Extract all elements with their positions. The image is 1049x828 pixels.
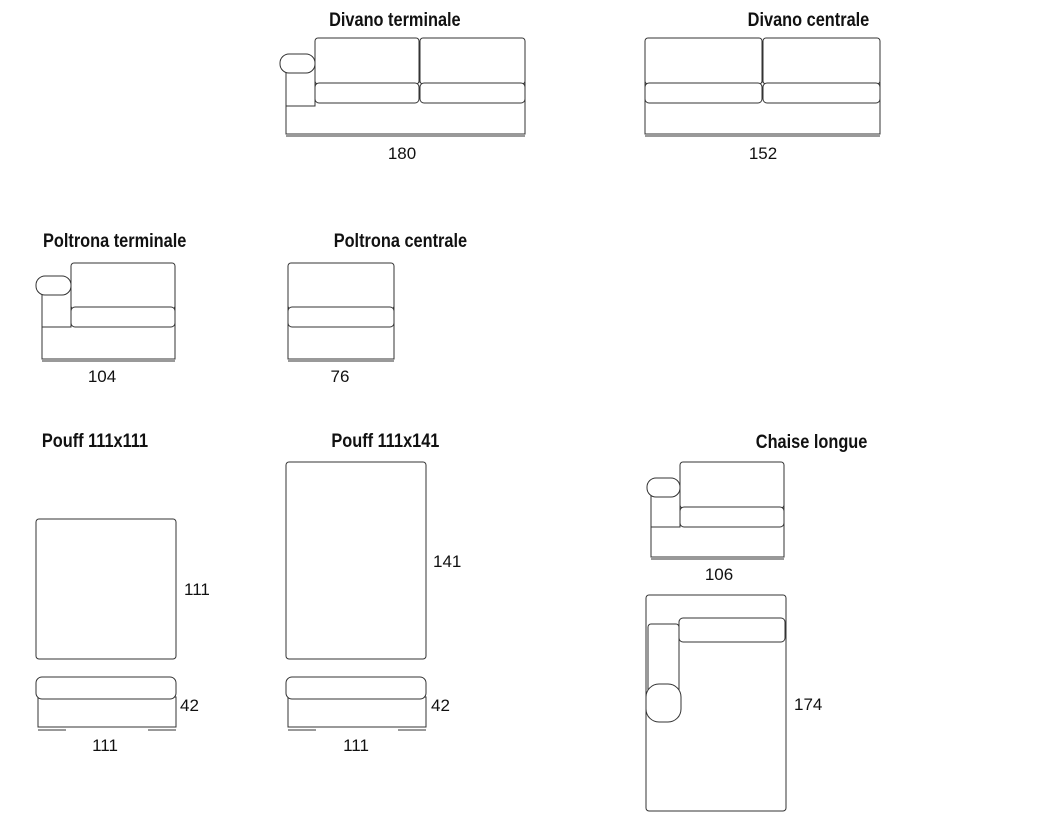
width-dimension: 106 (705, 565, 733, 584)
poltrona-centrale-drawing (287, 262, 395, 362)
seat-cushion-right (419, 82, 526, 104)
divano-terminale-drawing (279, 37, 526, 137)
seat-cushion-left (644, 82, 763, 104)
module-title: Chaise longue (756, 431, 868, 452)
depth-dimension: 174 (794, 695, 822, 714)
pouff-front-view (285, 676, 427, 731)
divano-centrale-drawing (644, 37, 881, 137)
back-cushion (70, 262, 176, 310)
pouff-top-view (35, 518, 177, 660)
back-cushion-right (762, 37, 881, 85)
pouff-body (287, 696, 427, 728)
armrest-end (645, 683, 682, 723)
width-dimension: 76 (331, 367, 350, 386)
back-cushion (679, 461, 785, 509)
poltrona-terminale-drawing (35, 262, 176, 362)
width-dimension: 152 (749, 144, 777, 163)
pouff-cushion (35, 676, 177, 700)
back-cushion-left (314, 37, 420, 85)
height-dimension: 42 (431, 696, 450, 715)
armrest-roll (35, 275, 72, 296)
seat-cushion (70, 306, 176, 328)
depth-dimension: 141 (433, 552, 461, 571)
module-divano-terminale: Divano terminale 180 (279, 9, 526, 163)
pouff-cushion (285, 676, 427, 700)
module-title: Pouff 111x141 (331, 430, 439, 451)
width-dimension: 111 (343, 736, 369, 755)
back-cushion (287, 262, 395, 310)
depth-dimension: 111 (184, 580, 210, 599)
width-dimension: 180 (388, 144, 416, 163)
back-cushion-left (644, 37, 763, 85)
back-cushion-right (419, 37, 526, 85)
pouff-front-view (35, 676, 177, 731)
module-title: Divano terminale (329, 9, 461, 30)
seat-cushion (679, 506, 785, 528)
module-title: Divano centrale (748, 9, 870, 30)
module-title: Pouff 111x111 (42, 430, 148, 451)
module-chaise-longue: Chaise longue 106 174 (645, 431, 868, 812)
width-dimension: 111 (92, 736, 118, 755)
chaise-front-view (646, 461, 785, 560)
seat-cushion-left (314, 82, 420, 104)
module-pouff-141: Pouff 111x141 141 42 111 (285, 430, 461, 755)
pouff-top-view (285, 461, 427, 660)
armrest-roll (646, 477, 681, 498)
chaise-top-view (645, 594, 787, 812)
module-title: Poltrona terminale (43, 230, 186, 251)
back-cushion-top (678, 617, 786, 643)
width-dimension: 104 (88, 367, 116, 386)
module-divano-centrale: Divano centrale 152 (644, 9, 881, 163)
module-title: Poltrona centrale (334, 230, 467, 251)
module-pouff-111: Pouff 111x111 111 42 111 (35, 430, 210, 755)
module-poltrona-centrale: Poltrona centrale 76 (287, 230, 467, 386)
seat-cushion-right (762, 82, 881, 104)
seat-cushion (287, 306, 395, 328)
pouff-body (37, 696, 177, 728)
module-poltrona-terminale: Poltrona terminale 104 (35, 230, 186, 386)
armrest-roll (279, 53, 316, 74)
height-dimension: 42 (180, 696, 199, 715)
